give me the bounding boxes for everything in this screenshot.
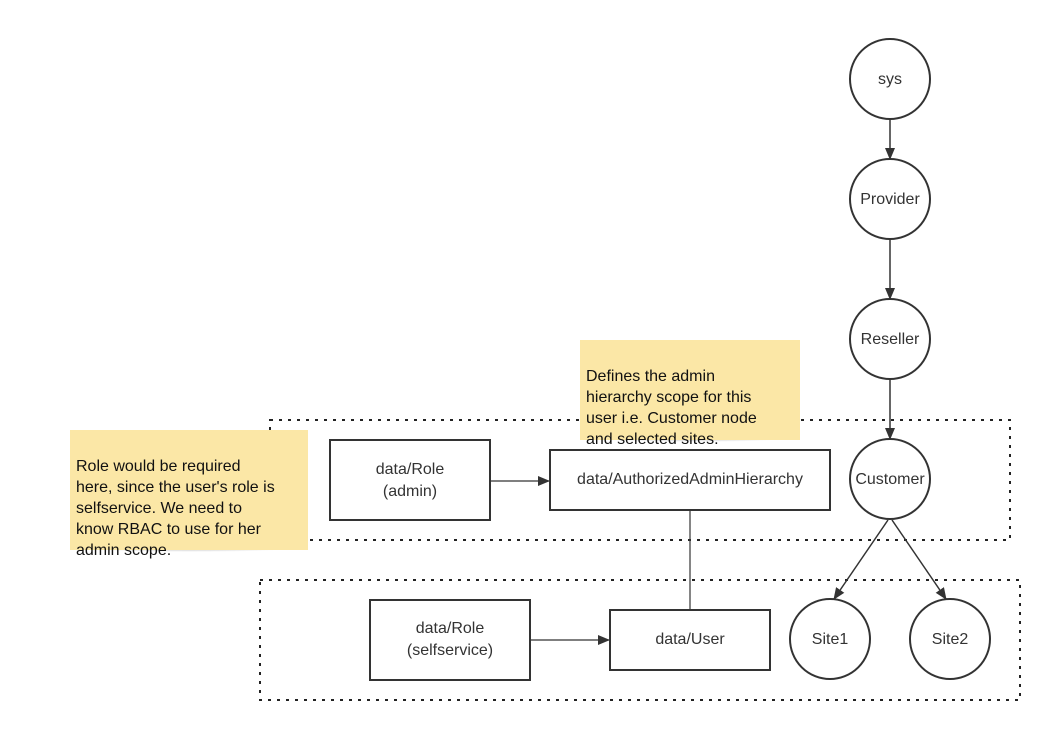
role-sticky-note[interactable]: Role would be required here, since the u… [70, 430, 308, 559]
node-customer-label: Customer [855, 471, 925, 488]
box-role-selfservice-line1: data/Role [416, 620, 485, 637]
box-role-admin-line2: (admin) [383, 483, 437, 500]
node-site2[interactable]: Site2 [909, 598, 991, 680]
node-reseller[interactable]: Reseller [849, 298, 931, 380]
node-provider-label: Provider [860, 191, 920, 208]
hierarchy-sticky-note[interactable]: Defines the admin hierarchy scope for th… [580, 340, 800, 448]
box-user-label: data/User [655, 631, 725, 648]
node-site2-label: Site2 [932, 631, 969, 648]
box-user[interactable]: data/User [609, 609, 771, 671]
node-site1[interactable]: Site1 [789, 598, 871, 680]
box-role-selfservice-line2: (selfservice) [407, 642, 493, 659]
edge-customer-site2 [891, 519, 947, 600]
node-sys-label: sys [878, 71, 902, 88]
edge-customer-site1 [833, 519, 889, 600]
box-role-admin-line1: data/Role [376, 461, 445, 478]
lower-group-boundary [259, 579, 1021, 701]
node-sys[interactable]: sys [849, 38, 931, 120]
box-role-selfservice[interactable]: data/Role (selfservice) [369, 599, 531, 681]
node-customer[interactable]: Customer [849, 438, 931, 520]
role-note-text: Role would be required here, since the u… [76, 458, 275, 559]
box-authorized-admin-hierarchy-label: data/AuthorizedAdminHierarchy [577, 471, 803, 488]
box-authorized-admin-hierarchy[interactable]: data/AuthorizedAdminHierarchy [549, 449, 831, 511]
hierarchy-note-text: Defines the admin hierarchy scope for th… [586, 368, 757, 448]
box-role-admin[interactable]: data/Role (admin) [329, 439, 491, 521]
node-provider[interactable]: Provider [849, 158, 931, 240]
node-reseller-label: Reseller [861, 331, 920, 348]
node-site1-label: Site1 [812, 631, 849, 648]
